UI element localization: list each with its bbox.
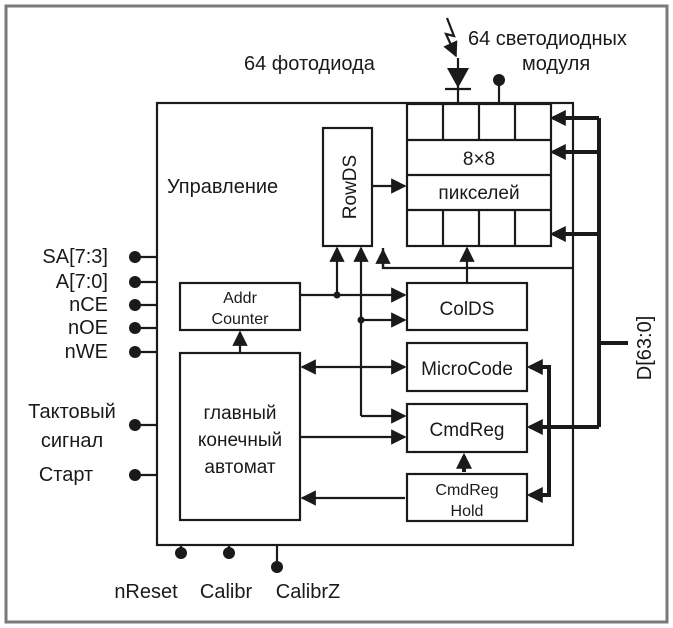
clock-label-line2: сигнал	[41, 430, 103, 452]
bottom-pins	[175, 545, 283, 573]
pixel-matrix	[405, 102, 553, 248]
pin-calibrz-label: CalibrZ	[276, 581, 340, 603]
leds-label-line1: 64 светодиодных	[468, 28, 627, 50]
rowds-label: RowDS	[340, 155, 361, 219]
pin-sa-label: SA[7:3]	[42, 246, 108, 268]
pin-nreset-label: nReset	[114, 581, 178, 603]
pixels-label: пикселей	[438, 183, 519, 204]
led-contact	[493, 74, 505, 104]
left-pins	[129, 251, 157, 481]
figure-frame	[4, 4, 669, 624]
leds-label-line2: модуля	[522, 53, 590, 75]
cmdreghold-label-line1: CmdReg	[435, 482, 498, 499]
photodiodes-label: 64 фотодиода	[244, 53, 376, 75]
pin-a-label: A[7:0]	[56, 271, 108, 293]
colds-label: ColDS	[440, 299, 495, 320]
pin-nwe-label: nWE	[65, 341, 108, 363]
control-label: Управление	[167, 176, 278, 198]
rowds-block	[321, 126, 374, 248]
data-bus-label: D[63:0]	[634, 316, 656, 380]
photodiode-symbol	[443, 17, 471, 104]
pin-nce-label: nCE	[69, 294, 108, 316]
cmdreg-label: CmdReg	[430, 420, 505, 441]
data-bus	[526, 110, 628, 503]
fsm-block	[178, 351, 302, 522]
matrix-size-label: 8×8	[463, 149, 495, 170]
fsm-label-line2: конечный	[198, 430, 282, 451]
colds-block	[405, 281, 529, 332]
cmdreg-hold-block	[405, 472, 529, 523]
pin-calibr-label: Calibr	[200, 581, 253, 603]
pin-noe-label: nOE	[68, 317, 108, 339]
addr-label-line2: Counter	[212, 311, 270, 328]
microcode-block	[405, 341, 529, 393]
fsm-label-line1: главный	[203, 403, 276, 424]
microcode-label: MicroCode	[421, 359, 513, 380]
start-label: Старт	[39, 464, 93, 486]
fsm-label-line3: автомат	[204, 457, 276, 478]
addr-label-line1: Addr	[223, 290, 257, 307]
clock-label-line1: Тактовый	[28, 401, 116, 423]
addr-counter-block	[178, 281, 302, 332]
cmdreghold-label-line2: Hold	[451, 503, 484, 520]
